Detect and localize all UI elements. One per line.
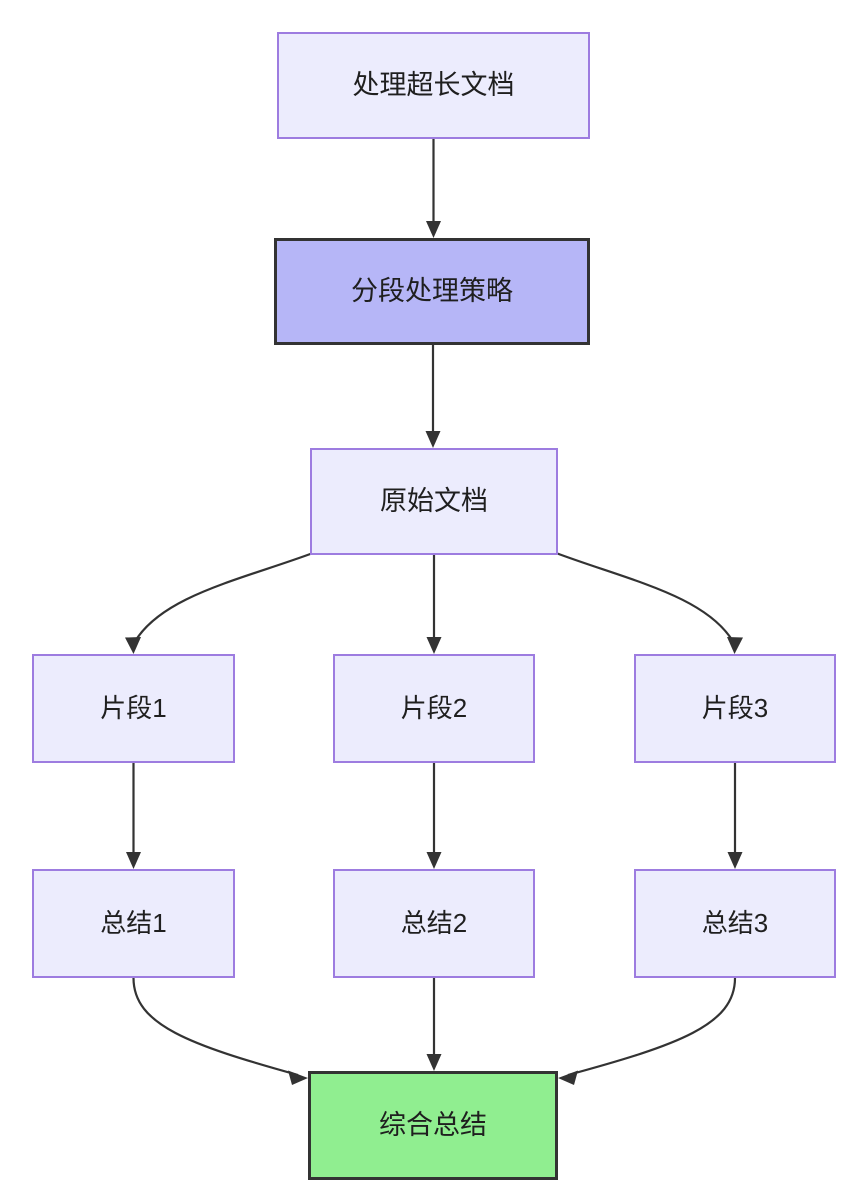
node-summary-2[interactable]: 总结2 — [333, 869, 535, 978]
edge-n7-n10 — [132, 977, 308, 1085]
edge-n4-n7 — [126, 763, 141, 869]
node-process-long-document[interactable]: 处理超长文档 — [277, 32, 590, 139]
node-label: 片段2 — [400, 692, 468, 723]
node-label: 总结1 — [100, 907, 167, 938]
node-label: 总结2 — [400, 907, 468, 938]
node-label: 片段1 — [100, 692, 167, 723]
edge-n1-n2 — [426, 139, 441, 238]
edge-n2-n3 — [425, 345, 441, 448]
node-label: 总结3 — [701, 907, 769, 938]
edge-n8-n10 — [426, 978, 442, 1071]
edge-n5-n8 — [426, 763, 442, 869]
edge-n6-n9 — [727, 763, 743, 869]
node-label: 原始文档 — [380, 486, 488, 517]
node-label: 处理超长文档 — [352, 70, 515, 101]
node-fragment-2[interactable]: 片段2 — [333, 654, 535, 763]
node-original-document[interactable]: 原始文档 — [310, 448, 558, 555]
node-comprehensive-summary[interactable]: 综合总结 — [308, 1071, 558, 1180]
edge-n3-n5 — [426, 555, 442, 654]
node-label: 综合总结 — [379, 1110, 487, 1141]
node-summary-1[interactable]: 总结1 — [32, 869, 235, 978]
node-fragment-1[interactable]: 片段1 — [32, 654, 235, 763]
node-summary-3[interactable]: 总结3 — [634, 869, 836, 978]
node-chunking-strategy[interactable]: 分段处理策略 — [274, 238, 590, 345]
node-label: 分段处理策略 — [351, 276, 513, 307]
edge-n9-n10 — [558, 977, 737, 1085]
node-label: 片段3 — [701, 692, 769, 723]
node-fragment-3[interactable]: 片段3 — [634, 654, 836, 763]
edge-n3-n6 — [555, 551, 743, 654]
edge-n3-n4 — [125, 551, 314, 654]
